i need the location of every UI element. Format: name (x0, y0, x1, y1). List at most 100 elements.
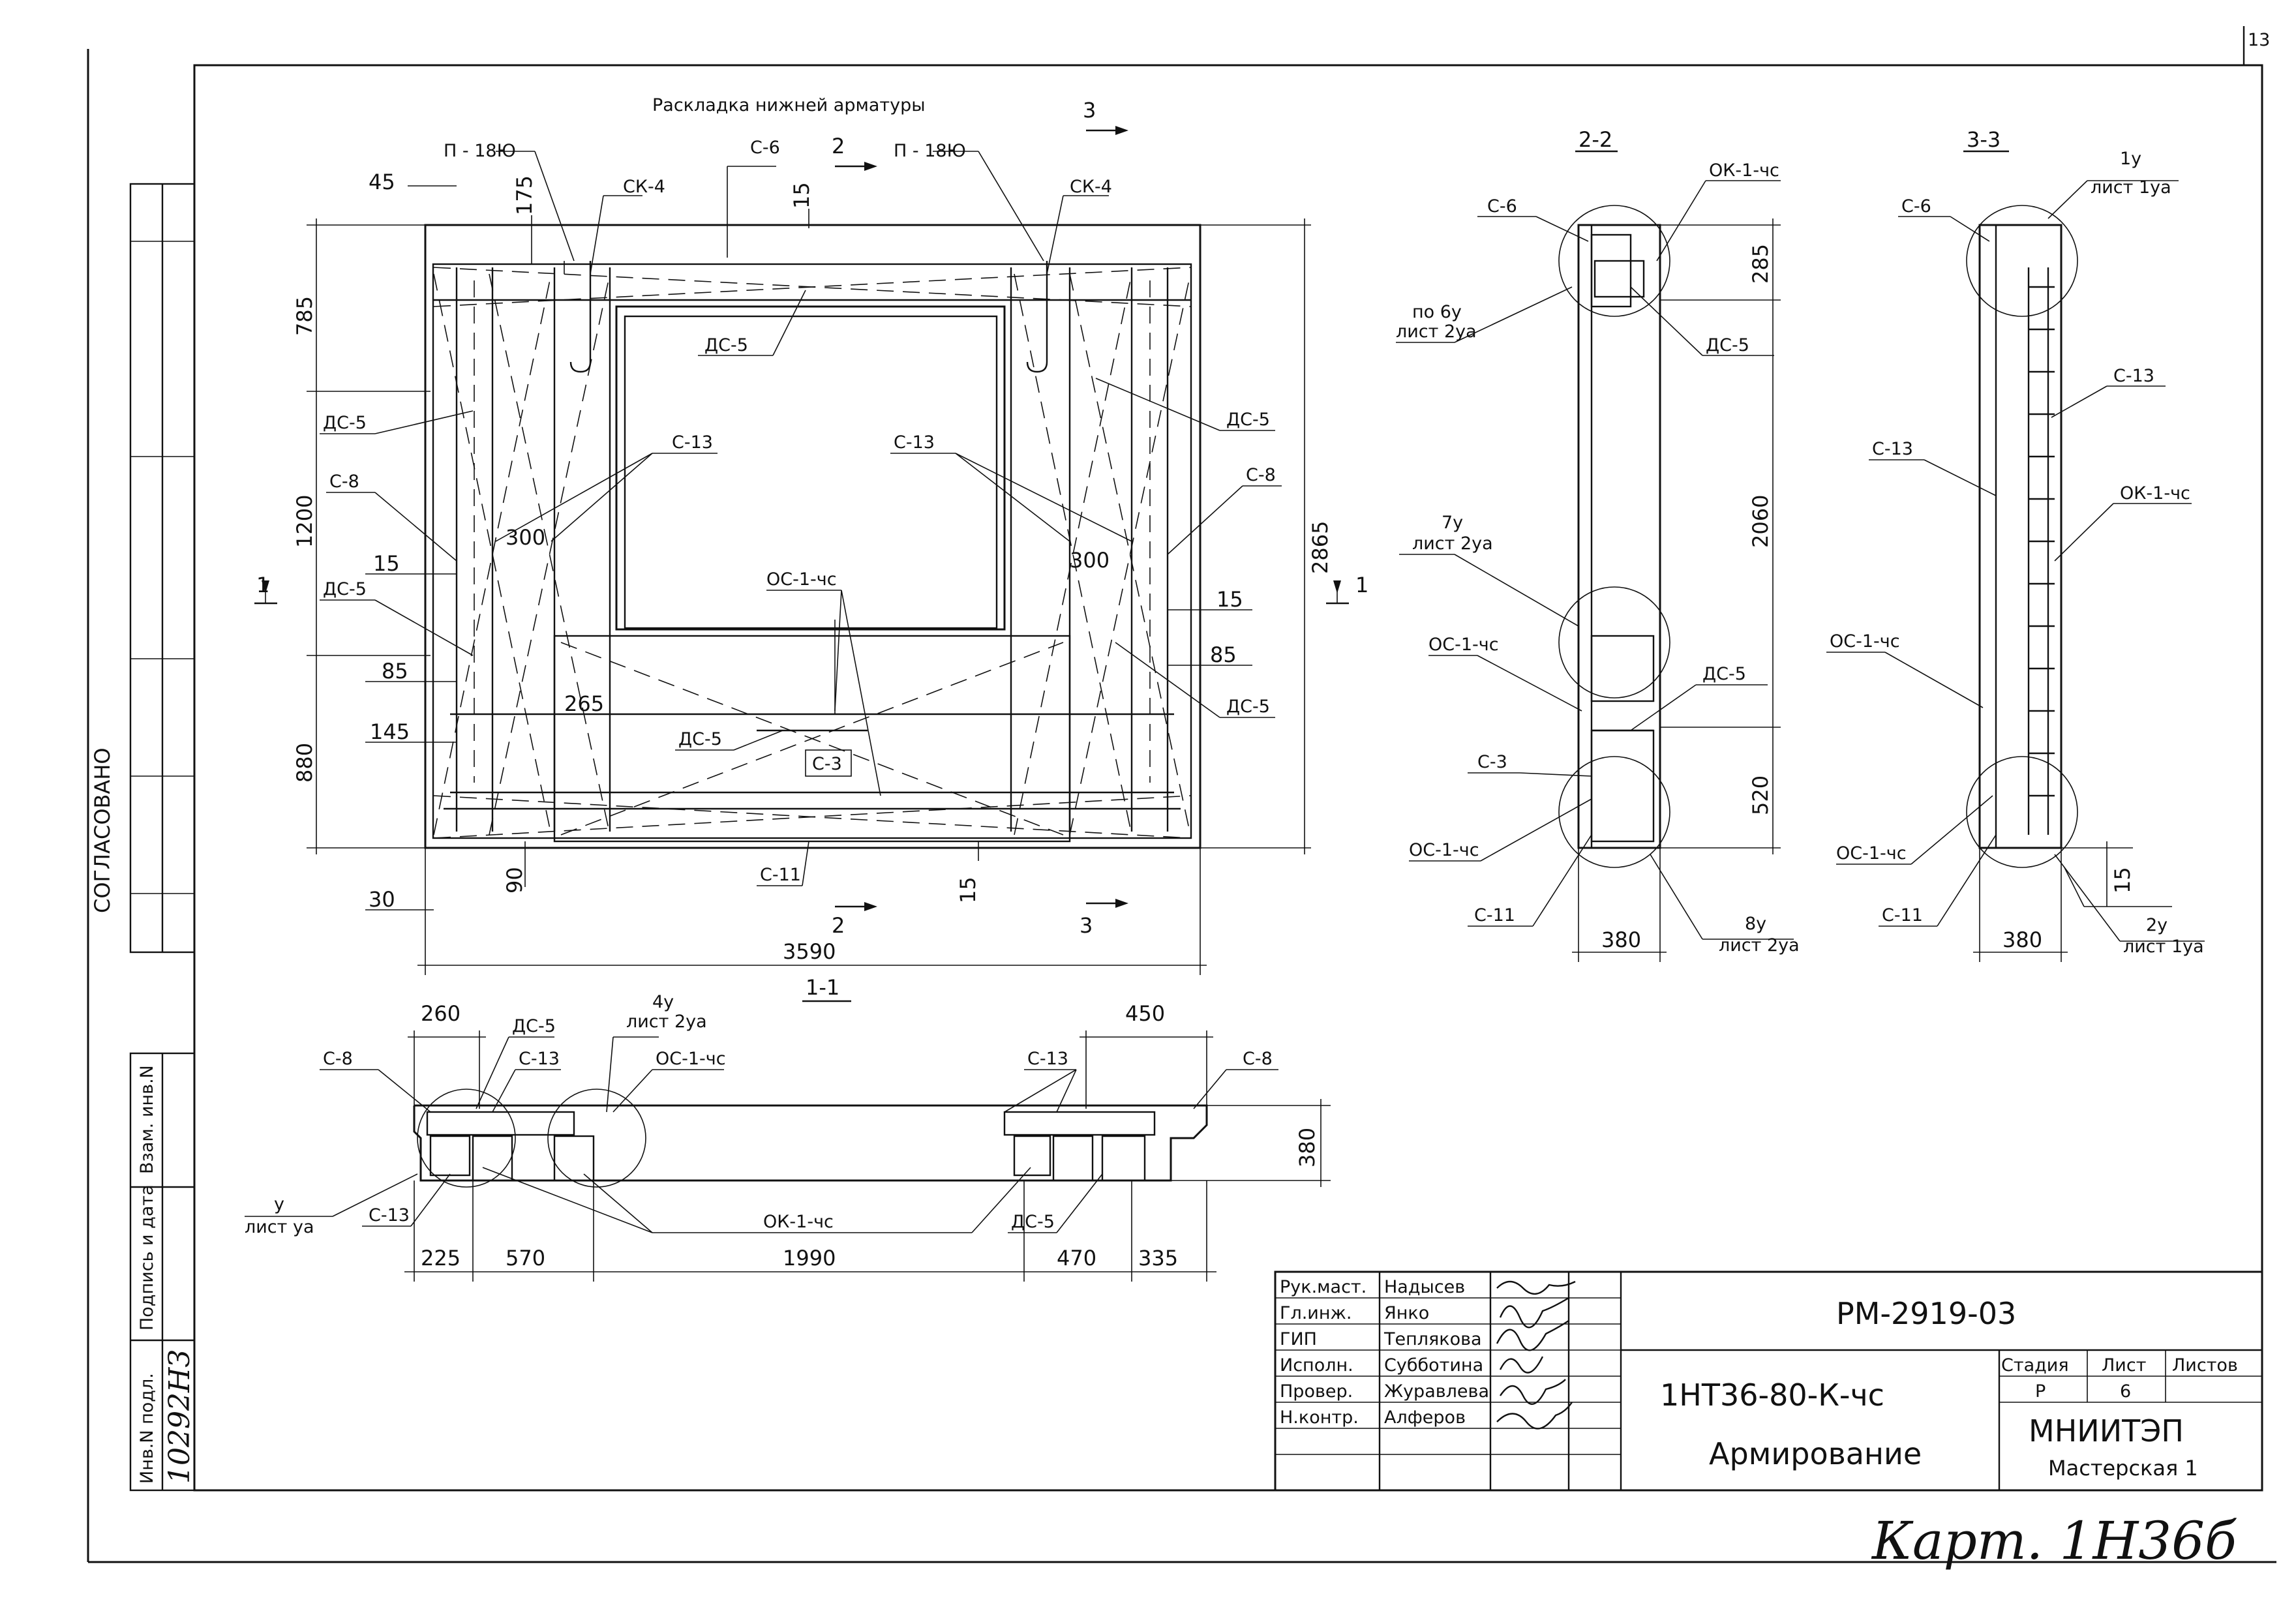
main-view-title: Раскладка нижней арматуры (652, 95, 926, 115)
tb-name-1: Янко (1384, 1303, 1429, 1323)
section-mark-2-bottom: 2 (832, 913, 845, 938)
corner-page-number: 13 (2248, 30, 2270, 50)
dim-265: 265 (564, 691, 604, 716)
s33-label-list1ya-b: лист 1уа (2123, 937, 2204, 957)
dim-15-top: 15 (789, 182, 814, 209)
stamp-col-inv-orig: Инв.N подл. (137, 1373, 157, 1484)
dim-85-left: 85 (382, 659, 408, 684)
s22-dim-285: 285 (1748, 244, 1773, 284)
s11-dim-450: 450 (1125, 1001, 1165, 1026)
tb-name-3: Субботина (1384, 1355, 1483, 1376)
doc-code: РМ-2919-03 (1836, 1296, 2016, 1331)
s33-label-2u: 2у (2146, 915, 2168, 935)
dim-2865: 2865 (1308, 521, 1333, 574)
signatures (1496, 1280, 1576, 1430)
s33-label-c13-a: С-13 (2113, 366, 2154, 386)
tb-name-4: Журавлева (1384, 1381, 1489, 1402)
workshop-name: Мастерская 1 (2048, 1456, 2198, 1481)
label-oc1-mid: ОС-1-чс (766, 569, 837, 590)
section-2-2-title: 2-2 (1578, 127, 1612, 152)
label-c3-mid: С-3 (812, 754, 842, 774)
section-arrows (254, 126, 1349, 911)
s33-label-oc1-a: ОС-1-чс (1830, 631, 1900, 652)
label-dc5-right1: ДС-5 (1226, 410, 1270, 430)
tb-role-4: Провер. (1280, 1381, 1353, 1402)
s22-dim-2060: 2060 (1748, 495, 1773, 548)
s11-dim-335: 335 (1138, 1246, 1178, 1271)
s11-label-dc5-b: ДС-5 (1011, 1212, 1055, 1232)
handwritten-note: Карт. 1Н36б (1871, 1511, 2237, 1571)
label-dc5-top: ДС-5 (704, 335, 748, 355)
label-dc5-right2: ДС-5 (1226, 697, 1270, 717)
label-c8-right: С-8 (1246, 465, 1276, 485)
stamp-col-replace: Взам. инв.N (137, 1065, 157, 1174)
s22-label-ok1: ОК-1-чс (1709, 160, 1779, 181)
label-p18-left: П - 18Ю (444, 141, 516, 161)
s22-dim-380: 380 (1601, 927, 1641, 952)
tb-sheet-head: Лист (2102, 1355, 2146, 1376)
s11-label-c8-r: С-8 (1243, 1049, 1273, 1069)
s11-label-c8-l: С-8 (323, 1049, 353, 1069)
dim-880: 880 (292, 743, 317, 783)
section-3-3-title: 3-3 (1967, 127, 2001, 152)
s33-label-ok1: ОК-1-чс (2120, 483, 2190, 504)
s22-label-oc1-b: ОС-1-чс (1409, 840, 1479, 860)
tb-role-5: Н.контр. (1280, 1407, 1359, 1428)
tb-stage-head: Стадия (2001, 1355, 2069, 1376)
s33-label-c13-b: С-13 (1872, 439, 1913, 459)
s33-label-1u: 1у (2120, 149, 2141, 169)
sheet-title: Армирование (1709, 1436, 1922, 1471)
org-name: МНИИТЭП (2029, 1413, 2184, 1449)
tb-sheet: 6 (2120, 1381, 2131, 1402)
tb-role-2: ГИП (1280, 1329, 1317, 1349)
label-c11-bottom: С-11 (760, 865, 801, 885)
main-view-dimension-lines (265, 185, 1338, 975)
s22-label-list2ya-b: лист 2уа (1412, 534, 1493, 554)
tb-name-0: Надысев (1384, 1277, 1465, 1297)
tb-role-3: Исполн. (1280, 1355, 1353, 1376)
stamp-col-sign-date: Подпись и дата (137, 1184, 157, 1331)
s11-label-oc1: ОС-1-чс (656, 1049, 726, 1069)
s33-label-c11: С-11 (1882, 905, 1923, 925)
s11-dim-470: 470 (1057, 1246, 1096, 1271)
dim-1200: 1200 (292, 495, 317, 548)
s22-label-po6u: по 6у (1412, 302, 1462, 322)
s11-dim-380: 380 (1295, 1128, 1320, 1167)
tb-role-0: Рук.маст. (1280, 1277, 1367, 1297)
section-mark-1-left: 1 (256, 573, 269, 597)
s11-label-dc5-a: ДС-5 (512, 1016, 556, 1036)
title-block (1274, 1271, 2263, 1492)
s22-label-list2ya-c: лист 2уа (1719, 935, 1800, 955)
s11-label-ok1: ОК-1-чс (763, 1212, 834, 1232)
s33-label-list1ya-a: лист 1уа (2091, 177, 2171, 198)
label-dc5-left1: ДС-5 (323, 413, 367, 433)
s22-label-list2ya-a: лист 2уа (1396, 322, 1477, 342)
s11-label-c13-c: С-13 (369, 1205, 410, 1226)
s33-label-oc1-b: ОС-1-чс (1836, 843, 1907, 864)
s11-label-list2ya: лист 2уа (626, 1012, 707, 1032)
dim-3590: 3590 (783, 939, 836, 964)
inv-number-handwritten: 10292НЗ (163, 1349, 196, 1484)
s33-dim-380: 380 (2002, 927, 2042, 952)
s22-label-dc5-b: ДС-5 (1702, 664, 1746, 684)
label-c13-right: С-13 (894, 432, 935, 453)
label-c8-left: С-8 (329, 472, 359, 492)
dim-785: 785 (292, 296, 317, 336)
label-ck4-right: СК-4 (1070, 177, 1112, 197)
approved-stamp: СОГЛАСОВАНО (90, 747, 115, 913)
s22-label-oc1-a: ОС-1-чс (1428, 635, 1499, 655)
s22-dim-520: 520 (1748, 775, 1773, 815)
dim-15-bottom: 15 (956, 877, 980, 903)
dim-175: 175 (512, 175, 537, 215)
section-1-1-view (245, 1000, 1331, 1282)
s22-label-8u: 8у (1745, 914, 1766, 934)
product-code: 1НТ36-80-К-чс (1660, 1377, 1884, 1413)
s22-label-c3: С-3 (1477, 752, 1507, 772)
section-1-1-title: 1-1 (806, 975, 839, 1000)
main-plan-view (424, 224, 1201, 849)
dim-45: 45 (369, 170, 395, 194)
s11-label-c13-b: С-13 (1027, 1049, 1068, 1069)
section-3-3-view (1826, 150, 2205, 962)
s11-dim-260: 260 (421, 1001, 461, 1026)
